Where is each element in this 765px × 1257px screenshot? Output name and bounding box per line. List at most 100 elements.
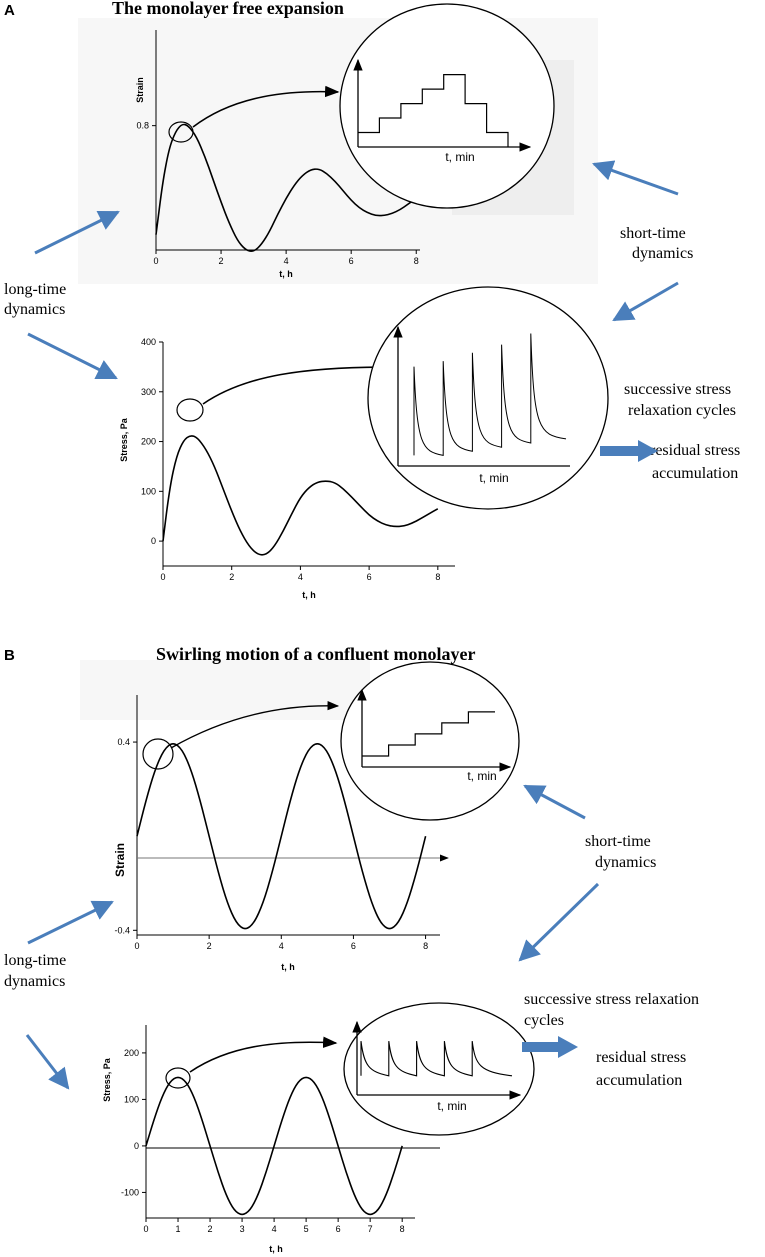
panel-a-long-time-label-1: long-time — [4, 281, 66, 298]
chart-b-strain-ylabel: Strain — [113, 843, 127, 877]
chart-a-stress-ytick-label: 300 — [141, 387, 156, 397]
chart-a-stress-xlabel: t, h — [302, 590, 316, 600]
panel-a-long-time-label-2: dynamics — [4, 301, 65, 318]
chart-a-strain-xtick-label: 2 — [219, 256, 224, 266]
panel-a-short-time-arrow-up — [592, 160, 679, 196]
panel-b-short-time-label-2: dynamics — [595, 854, 656, 871]
chart-a-stress-xtick-label: 6 — [367, 572, 372, 582]
chart-a-strain-curve — [155, 123, 417, 252]
panel-a-residual-arrow — [600, 440, 658, 462]
inset-b-bottom: t, min — [343, 1002, 535, 1136]
chart-b-stress-ytick-label: 200 — [124, 1048, 139, 1058]
inset-b-top-circle — [340, 661, 520, 821]
chart-a-strain-xtick-label: 0 — [153, 256, 158, 266]
chart-b-stress-xtick-label: 2 — [208, 1224, 213, 1234]
inset-b-bottom-circle — [343, 1002, 535, 1136]
panel-b-short-time-label-1: short-time — [585, 833, 651, 850]
panel-a-letter: A — [4, 2, 15, 19]
chart-b-strain-curve — [136, 743, 427, 930]
chart-b-stress-curve — [145, 1076, 403, 1216]
panel-b-long-time-label-1: long-time — [4, 952, 66, 969]
chart-a-strain-zoom-arrow — [192, 85, 340, 128]
chart-a-stress-xtick-label: 2 — [229, 572, 234, 582]
inset-b-bottom-xlabel: t, min — [437, 1099, 466, 1113]
panel-a-relaxation-label-1: successive stress — [624, 381, 731, 398]
chart-b-strain-xtick-label: 4 — [279, 941, 284, 951]
inset-a-top-staircase — [358, 74, 509, 147]
chart-a-stress-ytick-label: 200 — [141, 437, 156, 447]
panel-a-short-time-arrow-down — [612, 281, 679, 322]
panel-a-residual-label-1: residual stress — [650, 442, 740, 459]
chart-b-strain-xlabel: t, h — [281, 962, 295, 972]
chart-b-stress-xtick-label: 8 — [400, 1224, 405, 1234]
chart-b-stress-xlabel: t, h — [269, 1244, 283, 1254]
panel-b-long-time-arrow-down — [25, 1034, 70, 1090]
inset-a-top-circle — [339, 3, 555, 209]
inset-a-bottom-circle — [367, 286, 609, 510]
inset-a-top-xlabel: t, min — [445, 150, 474, 164]
inset-b-top: t, min — [340, 661, 520, 821]
panel-a-relaxation-label-2: relaxation cycles — [628, 402, 736, 419]
inset-a-top: t, min — [339, 3, 555, 209]
inset-b-top-xlabel: t, min — [467, 769, 496, 783]
inset-a-bottom-relaxation-curve — [413, 333, 567, 457]
chart-b-strain-zoom-circle — [142, 738, 174, 770]
panel-b-residual-arrow — [522, 1036, 578, 1058]
chart-b-stress-ytick-label: 0 — [134, 1141, 139, 1151]
chart-a-stress-ylabel: Stress, Pa — [119, 417, 129, 462]
chart-a-strain-xtick-label: 4 — [284, 256, 289, 266]
chart-b-stress-xtick-label: 6 — [336, 1224, 341, 1234]
chart-b-strain-ytick-label: 0.4 — [117, 737, 130, 747]
chart-a-strain-zoom-circle — [168, 121, 194, 143]
panel-a-long-time-arrow-down — [27, 332, 118, 380]
panel-b-relaxation-label-2: cycles — [524, 1012, 564, 1029]
chart-a-strain-ytick-label: 0.8 — [136, 121, 149, 131]
panel-a-long-time-arrow-up — [34, 210, 120, 255]
inset-b-bottom-relaxation-curve — [360, 1041, 513, 1077]
chart-a-stress-zoom-arrow — [202, 361, 392, 405]
panel-b-residual-label-2: accumulation — [596, 1072, 682, 1089]
chart-a-stress-ytick-label: 100 — [141, 486, 156, 496]
chart-b-stress-xtick-label: 4 — [272, 1224, 277, 1234]
chart-b-strain-xtick-label: 2 — [207, 941, 212, 951]
chart-b-stress-ylabel: Stress, Pa — [102, 1057, 112, 1102]
chart-b-strain-zoom-arrow — [170, 700, 340, 749]
chart-b-strain-xtick-label: 0 — [134, 941, 139, 951]
chart-a-stress-ytick-label: 0 — [151, 536, 156, 546]
chart-b-stress-xtick-label: 0 — [143, 1224, 148, 1234]
panel-a-short-time-label-2: dynamics — [632, 245, 693, 262]
panel-b-long-time-label-2: dynamics — [4, 973, 65, 990]
chart-a-stress-xtick-label: 8 — [435, 572, 440, 582]
chart-b-strain-xtick-label: 8 — [423, 941, 428, 951]
chart-b-stress-zoom-circle — [165, 1067, 191, 1089]
panel-b-relaxation-label-1: successive stress relaxation — [524, 991, 699, 1008]
chart-a-stress-zoom-circle — [176, 398, 204, 422]
chart-b-stress-zoom-arrow — [189, 1036, 338, 1073]
panel-b-top-backdrop — [80, 660, 370, 720]
chart-a-stress-xtick-label: 4 — [298, 572, 303, 582]
chart-a-strain-xtick-label: 8 — [414, 256, 419, 266]
panel-b-long-time-arrow-up — [27, 900, 114, 945]
inset-a-bottom: t, min — [367, 286, 609, 510]
chart-a-strain: 0 2 4 6 8 0.8 t, h Strain — [135, 30, 420, 279]
chart-b-stress-xtick-label: 1 — [176, 1224, 181, 1234]
chart-b-stress-ytick-label: -100 — [121, 1187, 139, 1197]
chart-b-stress-xtick-label: 7 — [368, 1224, 373, 1234]
panel-b-title: Swirling motion of a confluent monolayer — [156, 644, 476, 664]
panel-b-residual-label-1: residual stress — [596, 1049, 686, 1066]
chart-a-strain-ylabel: Strain — [135, 77, 145, 103]
inset-b-top-staircase — [362, 711, 495, 757]
chart-a-strain-xtick-label: 6 — [349, 256, 354, 266]
inset-a-bottom-xlabel: t, min — [479, 471, 508, 485]
chart-b-stress-xtick-label: 3 — [240, 1224, 245, 1234]
chart-a-stress-xtick-label: 0 — [160, 572, 165, 582]
panel-b-short-time-arrow-down — [518, 882, 600, 962]
chart-a-stress-curve — [162, 435, 439, 556]
panel-a-short-time-label-1: short-time — [620, 225, 686, 242]
chart-a-strain-xlabel: t, h — [279, 269, 293, 279]
panel-b-letter: B — [4, 647, 15, 664]
